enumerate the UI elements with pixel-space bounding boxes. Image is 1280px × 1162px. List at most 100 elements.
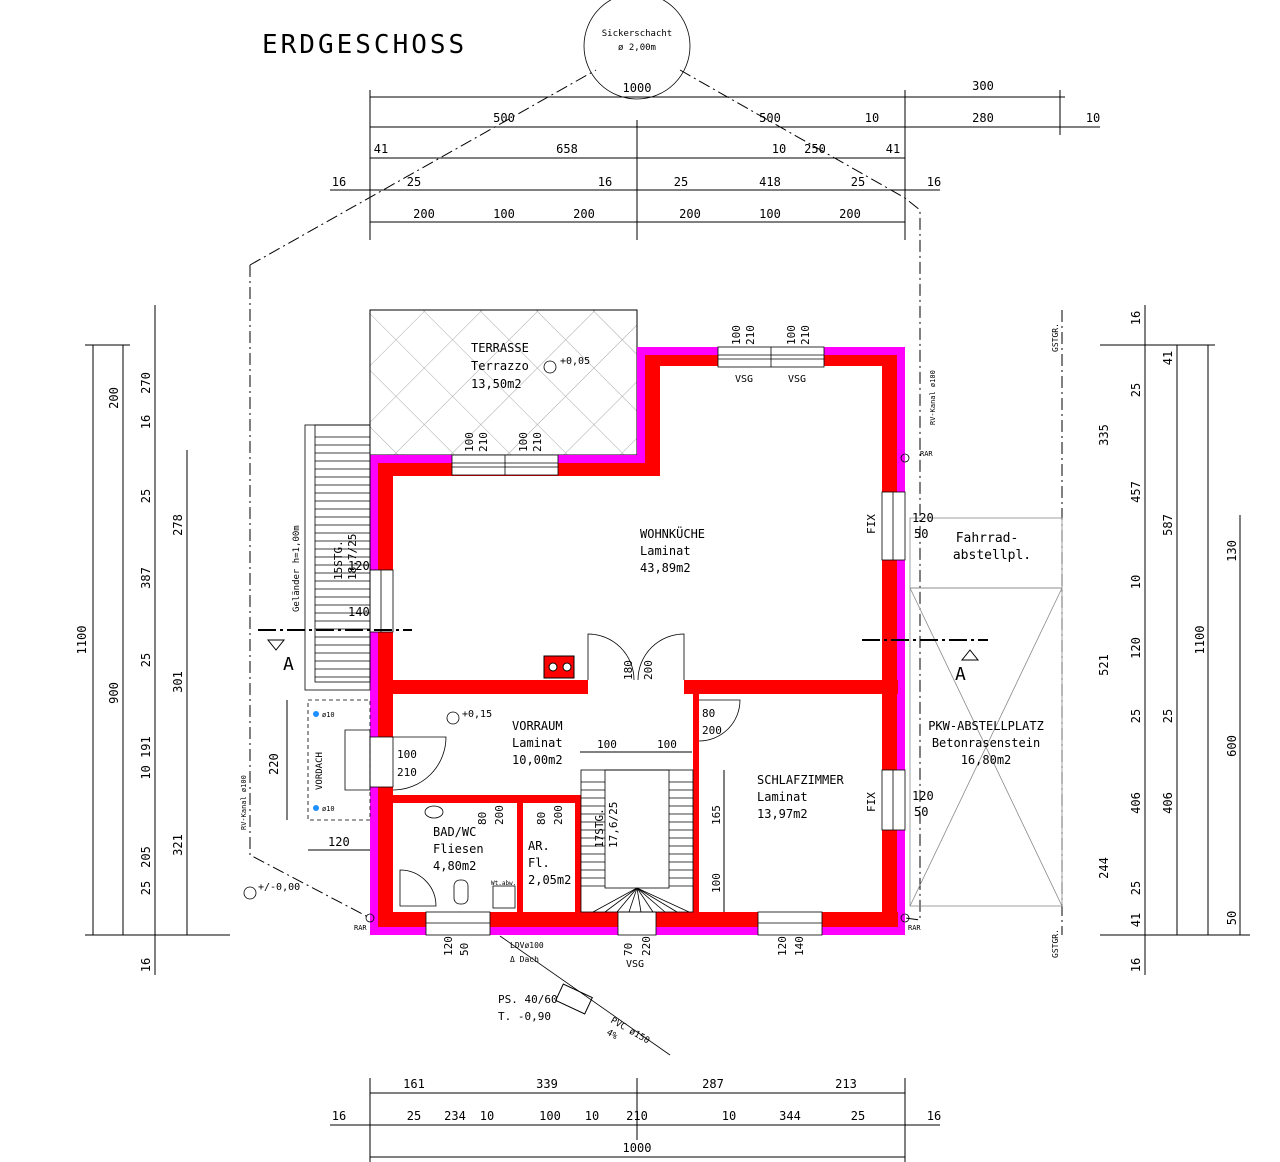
svg-text:301: 301 [171, 671, 185, 693]
svg-text:10 191: 10 191 [139, 736, 153, 779]
svg-text:25: 25 [1161, 709, 1175, 723]
svg-text:900: 900 [107, 682, 121, 704]
svg-text:16: 16 [332, 175, 346, 189]
bike-label-2: abstellpl. [953, 548, 1031, 563]
svg-text:T. -0,90: T. -0,90 [498, 1010, 551, 1023]
kitchen-floor: Laminat [640, 544, 691, 558]
svg-text:140: 140 [348, 605, 370, 619]
svg-text:25: 25 [139, 653, 153, 667]
hall-floor: Laminat [512, 736, 563, 750]
svg-text:16: 16 [927, 175, 941, 189]
svg-text:Wt.abw.: Wt.abw. [491, 880, 516, 887]
property-line-ne [679, 69, 921, 921]
svg-text:4%: 4% [605, 1028, 620, 1042]
svg-text:VSG: VSG [788, 374, 806, 385]
svg-text:16: 16 [332, 1109, 346, 1123]
svg-text:16: 16 [1129, 958, 1143, 972]
svg-text:250: 250 [804, 142, 826, 156]
svg-text:165: 165 [710, 805, 723, 825]
section-label-left: A [283, 654, 294, 675]
svg-text:RAR: RAR [920, 450, 933, 458]
svg-text:50: 50 [458, 943, 471, 956]
svg-text:500: 500 [759, 111, 781, 125]
storage-floor: Fl. [528, 856, 550, 870]
svg-text:220: 220 [267, 753, 281, 775]
svg-text:234: 234 [444, 1109, 466, 1123]
svg-text:244: 244 [1097, 857, 1111, 879]
svg-text:100: 100 [597, 738, 617, 751]
svg-text:220: 220 [640, 936, 653, 956]
walls [370, 347, 905, 935]
svg-text:120: 120 [776, 936, 789, 956]
bottom-dimensions: 161 339 287 213 16 25 234 10 100 10 210 … [330, 1077, 941, 1162]
hall-area: 10,00m2 [512, 753, 563, 767]
downpipe-icon [900, 913, 910, 923]
svg-text:180: 180 [622, 660, 635, 680]
svg-text:500: 500 [493, 111, 515, 125]
terrace-area [369, 309, 638, 456]
svg-text:120: 120 [1129, 637, 1143, 659]
svg-text:321: 321 [171, 834, 185, 856]
terrace-name: TERRASSE [471, 341, 529, 355]
svg-text:25: 25 [407, 175, 421, 189]
svg-text:387: 387 [139, 567, 153, 589]
svg-text:200: 200 [839, 207, 861, 221]
svg-text:100: 100 [517, 432, 530, 452]
svg-text:10: 10 [480, 1109, 494, 1123]
svg-text:Δ Dach: Δ Dach [510, 955, 539, 964]
chimney-icon [543, 655, 575, 679]
svg-text:200: 200 [702, 724, 722, 737]
sickerschacht: Sickerschacht ø 2,00m 1000 [583, 0, 691, 100]
svg-text:200: 200 [493, 805, 506, 825]
left-dimensions: 1100 200 900 16 270 16 25 387 25 10 191 … [75, 305, 230, 975]
kitchen-name: WOHNKÜCHE [640, 525, 705, 541]
svg-text:16: 16 [139, 415, 153, 429]
bath-name: BAD/WC [433, 825, 476, 839]
svg-text:120: 120 [328, 835, 350, 849]
svg-text:25: 25 [139, 489, 153, 503]
terrace-area-text: 13,50m2 [471, 377, 522, 391]
inspection-chamber-icon [555, 983, 593, 1015]
toilet-icon [453, 879, 469, 905]
outside-level: +/-0,00 [258, 882, 300, 893]
svg-text:10: 10 [1129, 575, 1143, 589]
svg-text:41: 41 [1129, 913, 1143, 927]
downpipe-icon [313, 711, 319, 717]
section-line: A A [258, 629, 988, 685]
svg-text:100: 100 [785, 325, 798, 345]
svg-text:335: 335 [1097, 424, 1111, 446]
svg-text:200: 200 [107, 387, 121, 409]
right-dimensions: 16 335 521 244 16 41 25 457 10 120 25 40… [1097, 305, 1250, 975]
svg-text:25: 25 [1129, 709, 1143, 723]
svg-text:10: 10 [865, 111, 879, 125]
svg-text:RV-Kanal ø100: RV-Kanal ø100 [929, 370, 937, 425]
svg-text:213: 213 [835, 1077, 857, 1091]
stair-labels: 15STG. 18,7/25 Geländer h=1,00m 120 140 … [292, 525, 620, 848]
washbasin-icon [424, 805, 444, 819]
svg-text:140: 140 [793, 936, 806, 956]
svg-text:Geländer h=1,00m: Geländer h=1,00m [292, 525, 302, 612]
svg-text:16: 16 [598, 175, 612, 189]
svg-text:339: 339 [536, 1077, 558, 1091]
svg-text:100: 100 [759, 207, 781, 221]
svg-text:10: 10 [722, 1109, 736, 1123]
bath-floor: Fliesen [433, 842, 484, 856]
section-label-right: A [955, 664, 966, 685]
svg-text:406: 406 [1161, 792, 1175, 814]
bedroom-area: 13,97m2 [757, 807, 808, 821]
kitchen-area: 43,89m2 [640, 561, 691, 575]
svg-text:10: 10 [585, 1109, 599, 1123]
canopy-labels: VORDACH 220 120 ø10 ø10 [267, 700, 370, 851]
svg-text:25: 25 [851, 1109, 865, 1123]
svg-text:200: 200 [552, 805, 565, 825]
svg-text:70: 70 [622, 943, 635, 956]
storage-area: 2,05m2 [528, 873, 571, 887]
svg-text:50: 50 [1225, 911, 1239, 925]
opening-labels: 100 210 100 210 VSG VSG 100 210 100 210 … [397, 325, 934, 970]
bath-area: 4,80m2 [433, 859, 476, 873]
svg-text:17STG.: 17STG. [593, 808, 606, 848]
svg-text:PS. 40/60: PS. 40/60 [498, 993, 558, 1006]
svg-text:130: 130 [1225, 540, 1239, 562]
svg-text:50: 50 [914, 527, 928, 541]
